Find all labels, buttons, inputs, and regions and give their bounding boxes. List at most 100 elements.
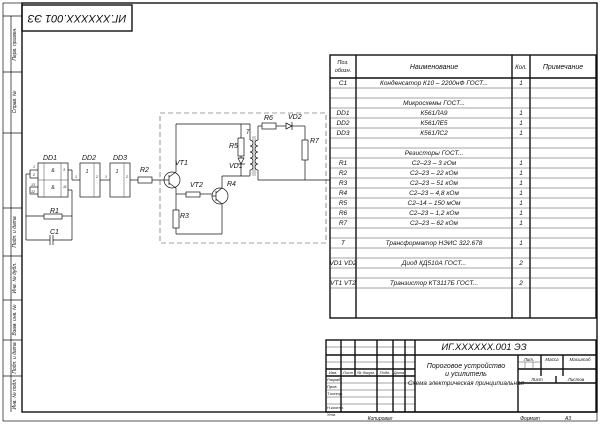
title-name-2: и усилитель [445,371,487,378]
vd2-diode: VD2 [285,114,302,130]
spec-name: С2–23 – 51 кОм [410,180,459,187]
spec-pos: DD3 [336,130,349,137]
r5-resistor: R5 [229,137,245,157]
svg-text:11: 11 [63,185,67,189]
spec-qty: 2 [518,260,523,267]
svg-text:Дата: Дата [393,370,405,375]
vd1-diode: VD1 [229,157,245,170]
footer-format-value: А3 [564,416,571,422]
spec-pos: R4 [339,190,348,197]
spec-qty: 1 [519,180,523,187]
r2-resistor: R2 [137,167,153,184]
spec-table: Поз. обозн. Наименование Кол. Примечание… [329,54,597,319]
title-block: ИГ.XXXXXX.001 ЭЗ Пороговое устройство и … [325,339,597,417]
spec-pos: R5 [339,200,348,207]
spec-pos: DD2 [336,120,349,127]
spec-name: С2–23 – 3 гОм [412,160,457,167]
svg-text:Лист: Лист [342,370,354,375]
r3-resistor: R3 [172,209,189,229]
spec-name: С2–23 – 1,2 кОм [409,210,459,217]
spec-name: С2–23 – 22 кОм [410,170,459,177]
footer-copied: Копировал [368,416,393,422]
spec-pos: R2 [339,170,348,177]
spec-qty: 1 [519,170,523,177]
svg-text:Разраб.: Разраб. [327,377,341,382]
svg-text:2: 2 [125,175,128,179]
svg-text:VT1: VT1 [175,160,188,167]
svg-text:VD2: VD2 [288,114,302,121]
spec-pos: DD1 [336,110,349,117]
svg-text:&: & [51,185,55,191]
svg-text:2: 2 [32,173,35,177]
svg-text:VD1: VD1 [229,163,243,170]
svg-text:Изм.: Изм. [329,370,338,375]
spec-qty: 1 [519,220,523,227]
col-head-pos-2: обозн. [335,68,352,74]
dd2-chip: DD2 1 1 2 [75,155,101,198]
title-name-3: Схема электрическая принципиальная [408,380,525,387]
svg-text:R5: R5 [229,143,238,150]
t-transformer: T [246,130,259,176]
svg-text:R6: R6 [264,115,273,122]
spec-qty: 1 [519,190,523,197]
inner-frame [21,2,598,413]
title-code: ИГ.XXXXXX.001 ЭЗ [441,342,526,353]
spec-qty: 1 [519,120,523,127]
vt2-transistor: R4 [211,181,236,205]
spec-name: Конденсатор К10 – 2200нФ ГОСТ... [380,79,488,87]
strip-label: Перв. примен. [12,27,18,60]
spec-qty: 2 [518,280,523,287]
spec-name: Микросхемы ГОСТ... [403,100,465,107]
svg-text:№ докум.: № докум. [357,370,375,375]
svg-text:1: 1 [105,175,107,179]
spec-name: К561ЛЕ5 [420,120,447,127]
svg-text:Утв.: Утв. [327,412,336,417]
svg-text:Т.контр.: Т.контр. [327,391,343,396]
spec-qty: 1 [519,110,523,117]
svg-text:1: 1 [75,175,77,179]
col-head-note: Примечание [543,64,583,71]
module-boundary [159,112,327,244]
svg-text:R3: R3 [180,213,189,220]
svg-text:R7: R7 [310,138,320,145]
svg-text:3: 3 [63,168,65,172]
title-name-1: Пороговое устройство [427,362,506,370]
svg-text:12: 12 [31,190,35,194]
svg-text:C1: C1 [50,229,59,236]
spec-row: Резисторы ГОСТ... [405,150,464,157]
svg-text:1: 1 [116,169,119,175]
top-stamp-code: ИГ.XXXXXX.001 ЭЗ [27,12,126,24]
spec-qty: 1 [519,80,523,87]
r6-resistor: R6 [261,115,277,130]
r4-resistor: VT2 [185,182,203,198]
strip-label: Подп. и дата [12,342,18,374]
strip-label: Справ. № [12,90,18,113]
spec-qty: 1 [519,130,523,137]
svg-text:Масса: Масса [545,357,559,362]
svg-text:T: T [246,130,251,136]
spec-name: Резисторы ГОСТ... [405,150,464,157]
svg-text:&: & [51,168,55,174]
spec-pos: R1 [339,160,348,167]
spec-row: Микросхемы ГОСТ... [403,100,465,107]
spec-row: R2 С2–23 – 22 кОм 1 [339,170,523,177]
spec-qty: 1 [519,240,523,247]
svg-text:VT2: VT2 [190,182,203,189]
svg-text:R4: R4 [227,181,236,188]
strip-label: Инв. № подл. [12,378,18,409]
r7-resistor: R7 [301,138,320,161]
spec-name: Транзистор КТ3117Б ГОСТ... [390,280,478,287]
spec-qty: 1 [519,160,523,167]
spec-name: К561ЛА9 [420,110,447,117]
left-strip: Перв. примен. Справ. № Подп. и дата Инв.… [3,15,22,412]
